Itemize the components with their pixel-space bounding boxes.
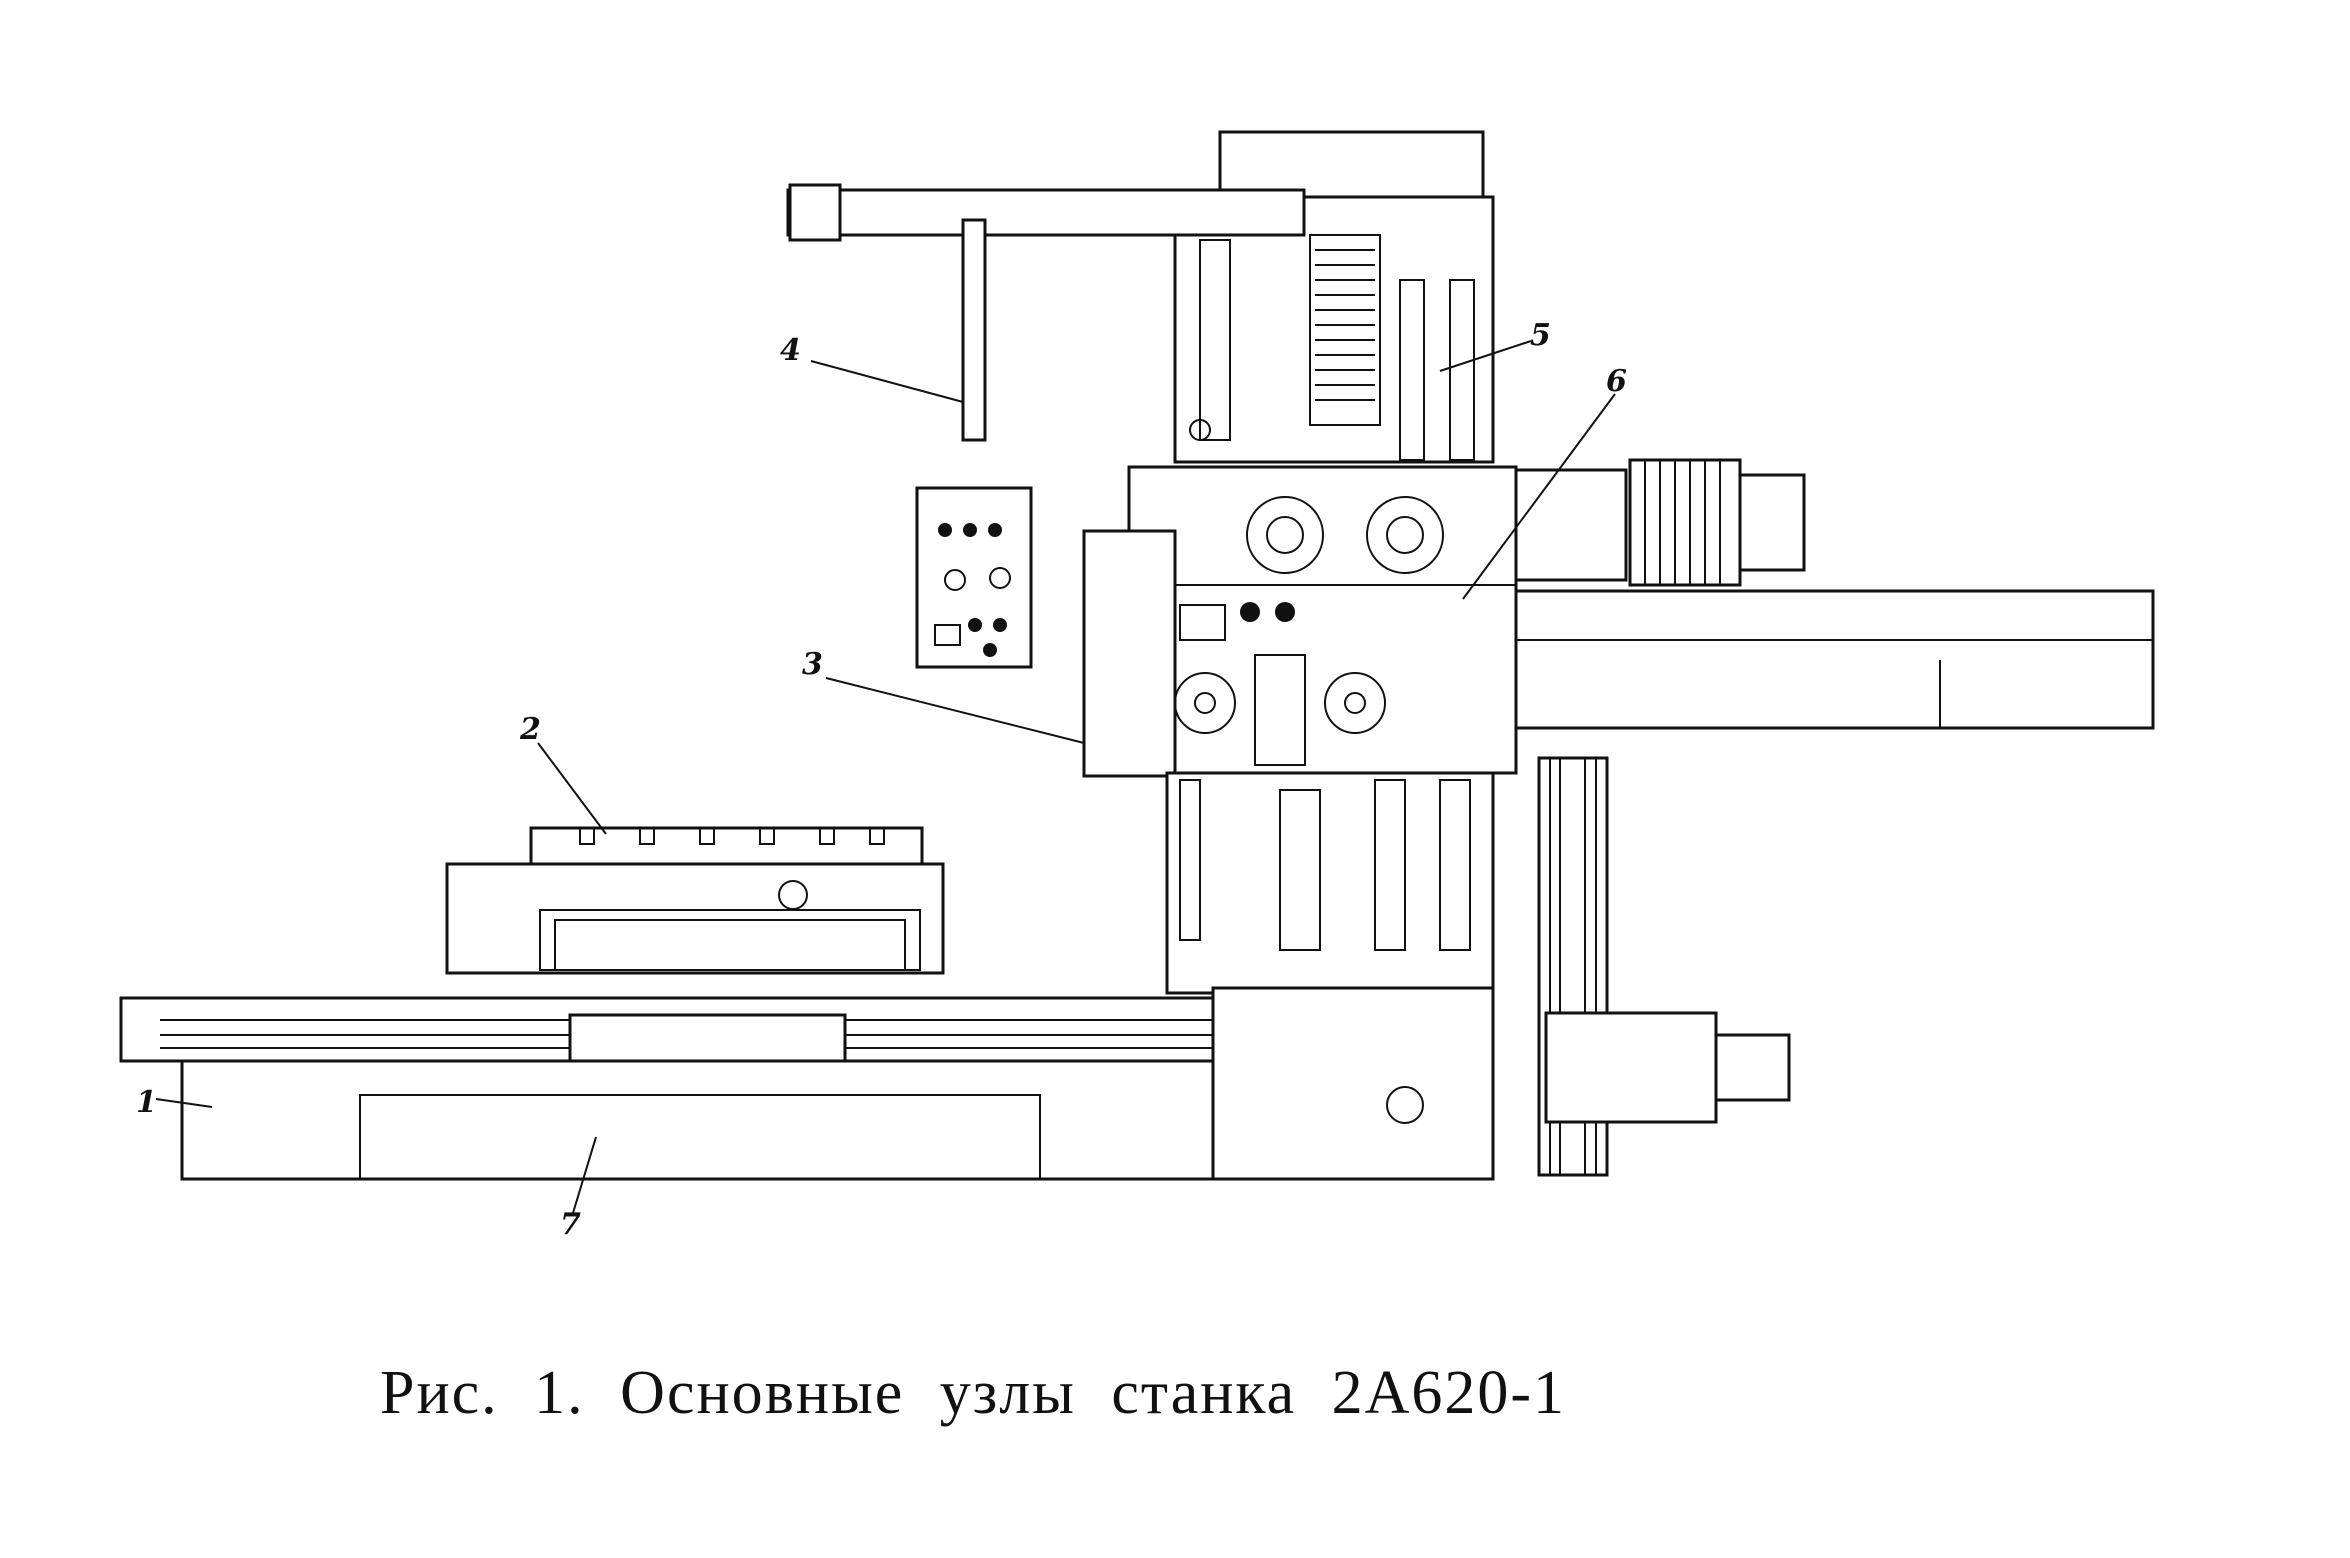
spindle-ram <box>1514 589 2155 730</box>
callout-7: 7 <box>560 1207 581 1242</box>
motor <box>1514 458 1806 587</box>
callout-6: 6 <box>1606 364 1627 399</box>
headstock <box>1082 465 1518 778</box>
callout-1: 1 <box>136 1085 157 1120</box>
callout-5: 5 <box>1530 318 1551 353</box>
column-top-housing <box>1173 130 1495 464</box>
callout-3: 3 <box>802 647 823 682</box>
callout-4: 4 <box>780 333 801 368</box>
figure-caption: Рис. 1. Основные узлы станка 2А620-1 <box>380 1359 1567 1427</box>
leader-lines <box>155 340 1616 1214</box>
table <box>445 826 945 975</box>
pendant-arm <box>786 183 1306 669</box>
bed <box>119 986 1791 1181</box>
callout-2: 2 <box>520 712 541 747</box>
